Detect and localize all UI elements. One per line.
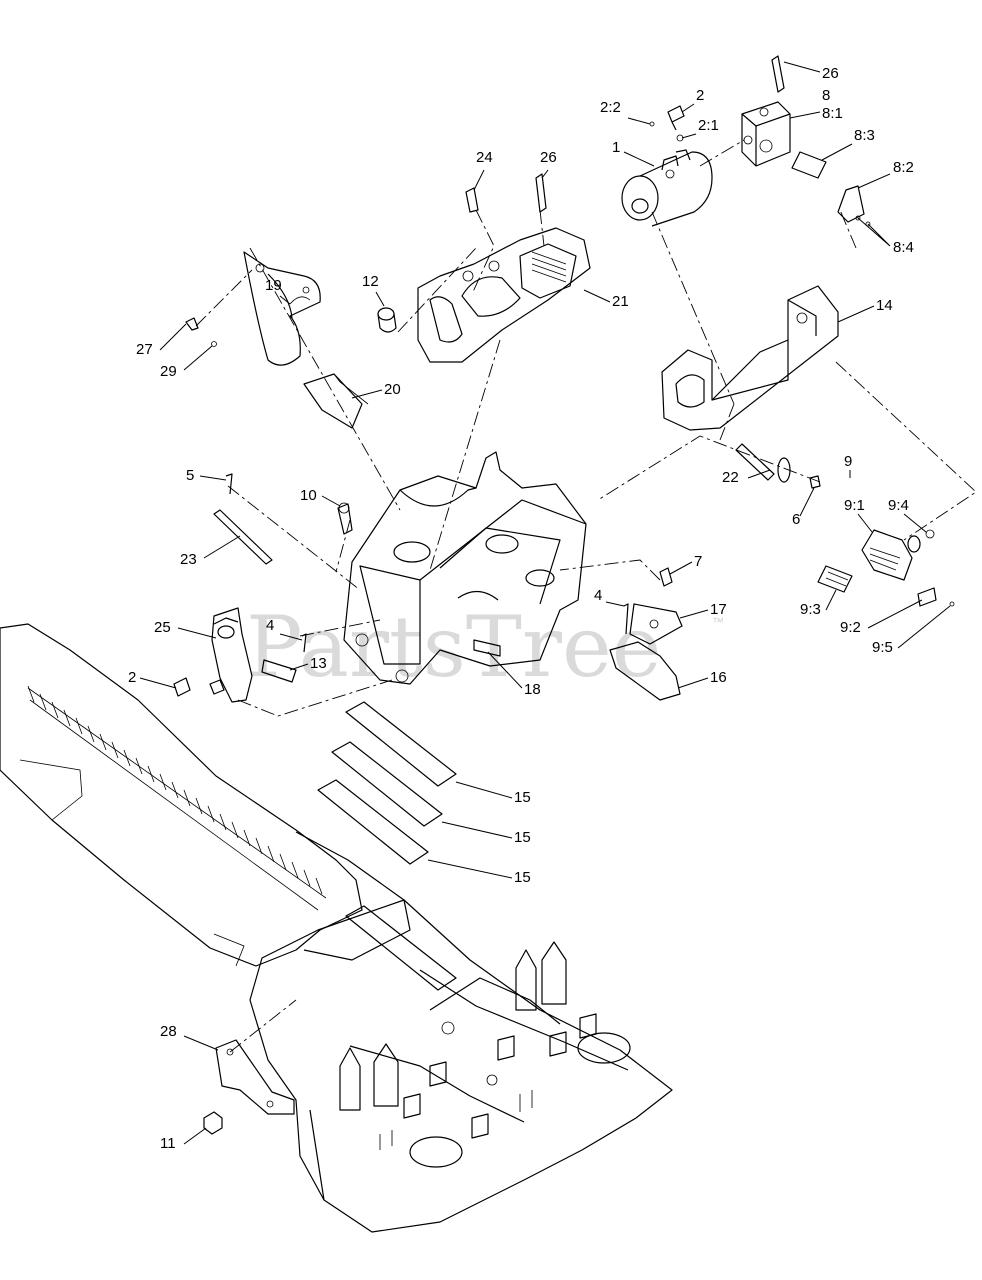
callout-20: 20 [384, 381, 401, 398]
part-27-29-bolt-washer [185, 317, 217, 347]
callout-12: 12 [362, 273, 379, 290]
callout-26a: 26 [822, 65, 839, 82]
part-15-shims [317, 701, 457, 991]
callout-2-2: 2:2 [600, 99, 621, 116]
callout-17: 17 [710, 601, 727, 618]
part-21-cylinder-mount [417, 173, 591, 363]
callout-9-1: 9:1 [844, 497, 865, 514]
callout-11: 11 [160, 1135, 176, 1152]
part-16-17-lower-bracket [609, 567, 683, 701]
callout-1: 1 [612, 139, 620, 156]
callout-16: 16 [710, 669, 727, 686]
part-28-bracket [215, 1039, 295, 1115]
callout-27: 27 [136, 341, 153, 358]
callout-15c: 15 [514, 869, 531, 886]
callout-6: 6 [792, 511, 800, 528]
callout-2a: 2 [696, 87, 704, 104]
callout-9: 9 [844, 453, 852, 470]
callout-15b: 15 [514, 829, 531, 846]
part-2-fitting-top [649, 105, 685, 142]
callout-9-2: 9:2 [840, 619, 861, 636]
callout-15a: 15 [514, 789, 531, 806]
callout-8-4: 8:4 [893, 239, 914, 256]
watermark-text: PartsTree [246, 598, 661, 696]
callout-5: 5 [186, 467, 194, 484]
callout-19: 19 [265, 277, 282, 294]
callout-9-3: 9:3 [800, 601, 821, 618]
callout-18: 18 [524, 681, 541, 698]
central-frame-assembly [213, 451, 587, 685]
callout-28: 28 [160, 1023, 177, 1040]
part-1-hydraulic-cylinder [621, 149, 713, 227]
callout-2b: 2 [128, 669, 136, 686]
callout-4b: 4 [266, 617, 274, 634]
dozer-blade [0, 623, 411, 967]
part-14-pivot-bracket [661, 285, 839, 431]
part-25-lower-cylinder [173, 607, 307, 703]
watermark-trademark: ™ [712, 615, 724, 629]
callout-10: 10 [300, 487, 317, 504]
callout-8: 8 [822, 87, 830, 104]
callout-23: 23 [180, 551, 197, 568]
callout-7: 7 [694, 553, 702, 570]
callout-9-5: 9:5 [872, 639, 893, 656]
part-9-valve-right [817, 529, 955, 607]
base-frame [249, 899, 673, 1233]
callout-8-3: 8:3 [854, 127, 875, 144]
callout-13: 13 [310, 655, 327, 672]
part-20-cover-plate [303, 373, 369, 429]
callout-26b: 26 [540, 149, 557, 166]
callout-4a: 4 [594, 587, 602, 604]
callout-21: 21 [612, 293, 629, 310]
part-19-hose-guide [243, 251, 321, 366]
callout-29: 29 [160, 363, 177, 380]
part-8-valve-block [741, 55, 871, 227]
part-12-bushing [377, 307, 397, 333]
callout-8-1: 8:1 [822, 105, 843, 122]
part-11-nut [203, 1111, 223, 1135]
callout-24: 24 [476, 149, 493, 166]
callout-2-1: 2:1 [698, 117, 719, 134]
assembly-lines [195, 139, 977, 1053]
callout-22: 22 [722, 469, 739, 486]
callout-8-2: 8:2 [893, 159, 914, 176]
part-22-pivot-pin [735, 443, 821, 489]
leader-lines [139, 61, 951, 1145]
callout-14: 14 [876, 297, 893, 314]
callout-9-4: 9:4 [888, 497, 909, 514]
callout-25: 25 [154, 619, 171, 636]
